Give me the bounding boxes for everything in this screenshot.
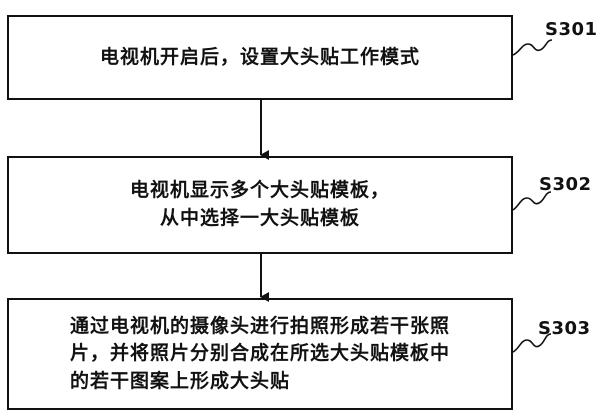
step-text-line: 从中选择一大头贴模板 [159, 207, 360, 229]
step-text-line: 片，并将照片分别合成在所选大头贴模板中 [69, 342, 450, 365]
step-id-s301: S301 [545, 19, 598, 40]
leader-squiggle-s301 [512, 39, 553, 56]
step-text-line: 的若干图案上形成大头贴 [69, 369, 290, 392]
step-text-line: 电视机开启后，设置大头贴工作模式 [99, 45, 420, 68]
step-id-s303: S303 [538, 318, 591, 339]
step-text-s302: 电视机显示多个大头贴模板， 从中选择一大头贴模板 [110, 177, 410, 232]
step-id-s302: S302 [539, 174, 592, 195]
step-text-line: 电视机显示多个大头贴模板， [129, 179, 390, 202]
step-text-s303: 通过电视机的摄像头进行拍照形成若干张照 片，并将照片分别合成在所选大头贴模板中 … [44, 313, 476, 396]
step-box-s302: 电视机显示多个大头贴模板， 从中选择一大头贴模板 [7, 156, 513, 254]
leader-squiggle-s302 [512, 191, 552, 211]
leader-squiggle-s303 [512, 333, 552, 353]
step-text-line: 通过电视机的摄像头进行拍照形成若干张照 [69, 314, 450, 337]
step-text-s301: 电视机开启后，设置大头贴工作模式 [80, 44, 440, 72]
step-box-s303: 通过电视机的摄像头进行拍照形成若干张照 片，并将照片分别合成在所选大头贴模板中 … [7, 298, 513, 410]
step-box-s301: 电视机开启后，设置大头贴工作模式 [7, 15, 513, 100]
